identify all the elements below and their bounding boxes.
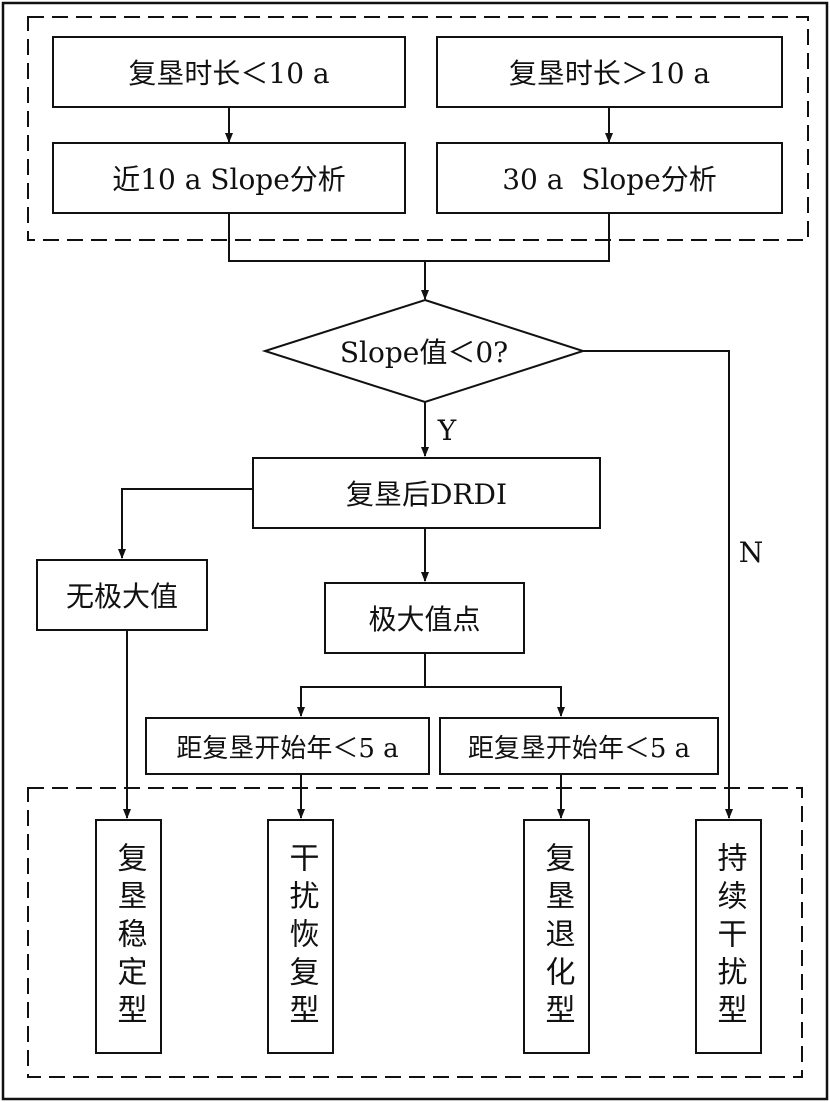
max-point-label: 极大值点 — [368, 603, 481, 636]
left-condition-box — [145, 717, 430, 775]
drdi-label: 复垦后DRDI — [345, 478, 508, 511]
no-max-box — [36, 559, 208, 631]
outcome-label-4: 持续干扰型 — [711, 841, 747, 1032]
outcome-label-2: 干扰恢复型 — [283, 841, 319, 1032]
short-duration-label: 复垦时长＜10 a — [128, 57, 330, 90]
left-condition-label: 距复垦开始年＜5 a — [176, 733, 399, 764]
right-condition-box — [439, 717, 719, 775]
no-label: N — [738, 535, 764, 569]
outcome-label-3: 复垦退化型 — [539, 841, 575, 1032]
no-max-label: 无极大值 — [65, 580, 178, 613]
full-slope-label: 30 a Slope分析 — [502, 163, 717, 196]
outcome-box-1 — [95, 819, 162, 1054]
drdi-box — [252, 457, 601, 529]
long-duration-label: 复垦时长＞10 a — [508, 57, 711, 90]
outcome-box-4 — [695, 819, 762, 1054]
outcome-box-2 — [267, 819, 334, 1054]
outcome-box-3 — [523, 819, 590, 1054]
input-group-frame — [27, 16, 809, 241]
right-condition-label: 距复垦开始年＜5 a — [467, 733, 691, 764]
recent-slope-label: 近10 a Slope分析 — [112, 163, 346, 196]
outcome-label-1: 复垦稳定型 — [111, 841, 147, 1032]
slope-decision-label: Slope值＜0? — [339, 336, 509, 369]
outcome-group-frame — [27, 787, 803, 1078]
yes-label: Y — [437, 413, 457, 447]
